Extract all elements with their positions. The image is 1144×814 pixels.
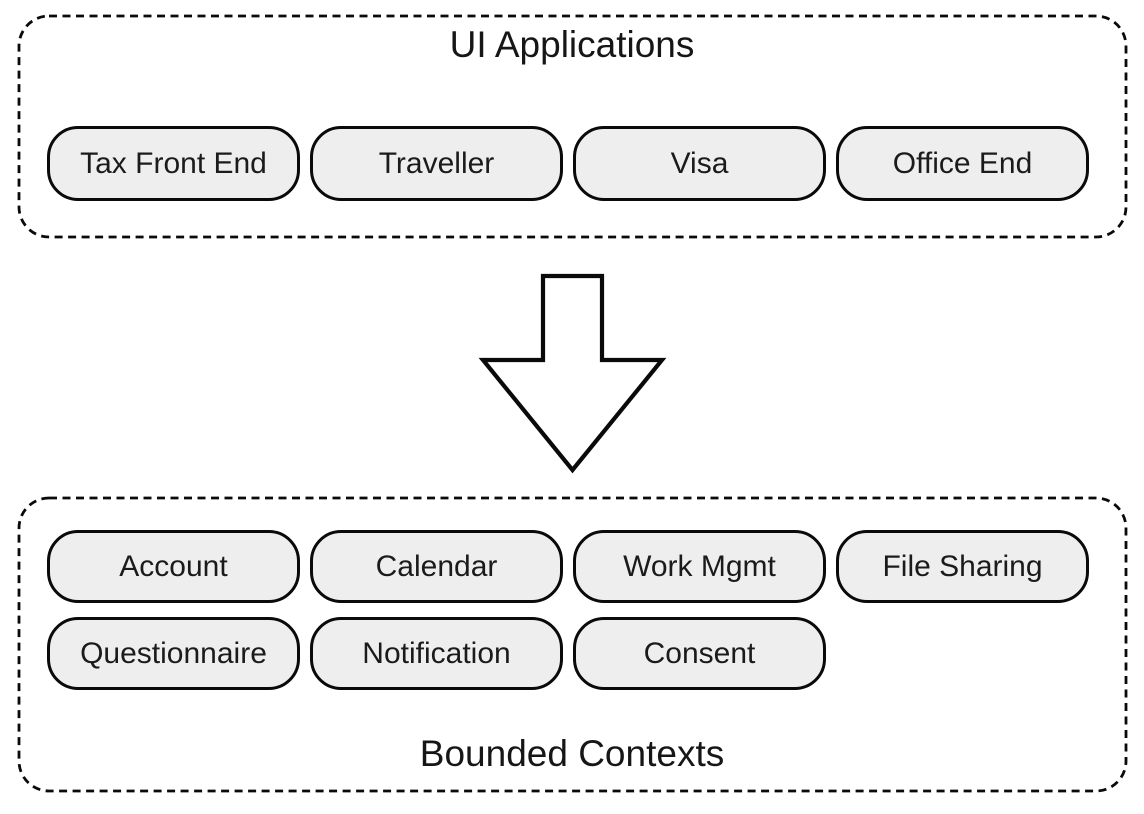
bounded-contexts-box-border bbox=[17, 496, 1128, 793]
node-office-end: Office End bbox=[836, 126, 1089, 201]
node-work-mgmt: Work Mgmt bbox=[573, 530, 826, 603]
bounded-contexts-pill-row-2: Questionnaire Notification Consent bbox=[47, 617, 826, 690]
ui-applications-pill-row: Tax Front End Traveller Visa Office End bbox=[47, 126, 1089, 201]
ui-applications-title: UI Applications bbox=[449, 24, 695, 65]
node-consent: Consent bbox=[573, 617, 826, 690]
down-arrow-icon bbox=[478, 273, 667, 474]
node-calendar: Calendar bbox=[310, 530, 563, 603]
bounded-contexts-pill-row-1: Account Calendar Work Mgmt File Sharing bbox=[47, 530, 1089, 603]
node-traveller: Traveller bbox=[310, 126, 563, 201]
ui-applications-box-border bbox=[17, 14, 1128, 239]
bounded-contexts-title: Bounded Contexts bbox=[419, 733, 725, 774]
node-tax-front-end: Tax Front End bbox=[47, 126, 300, 201]
node-file-sharing: File Sharing bbox=[836, 530, 1089, 603]
node-account: Account bbox=[47, 530, 300, 603]
node-notification: Notification bbox=[310, 617, 563, 690]
node-visa: Visa bbox=[573, 126, 826, 201]
node-questionnaire: Questionnaire bbox=[47, 617, 300, 690]
